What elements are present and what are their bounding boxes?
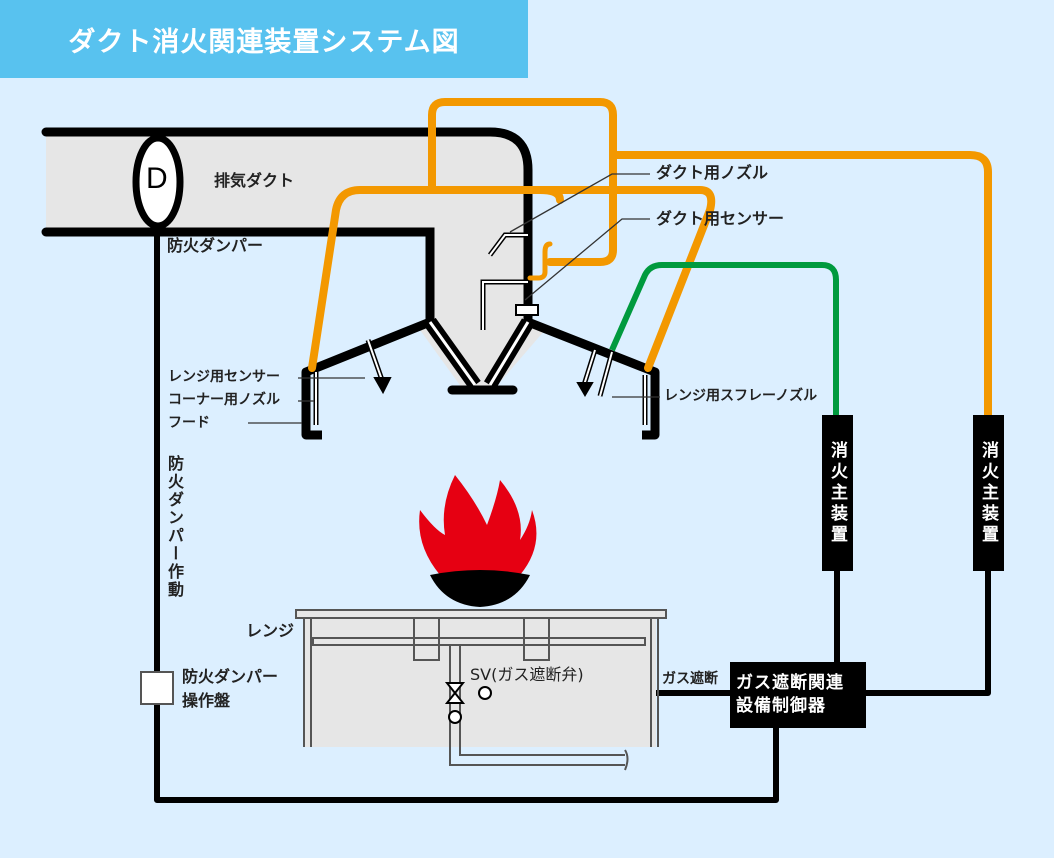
fire-damper-operation-label: 防火ダンパー作動 <box>165 455 184 599</box>
valve-icon <box>444 682 492 724</box>
damper-label: D <box>146 162 168 195</box>
controller-label-2: 設備制御器 <box>736 696 826 716</box>
controller-to-main2 <box>864 570 991 696</box>
range-body <box>304 612 656 747</box>
duct-sensor-label: ダクト用センサー <box>656 209 785 228</box>
range-sensor-label: レンジ用センサー <box>168 369 280 385</box>
range-spray-nozzle-label: レンジ用スフレーノズル <box>664 388 818 404</box>
wok-pan-icon <box>430 570 530 607</box>
green-pipe <box>609 262 839 415</box>
duct-sensor-icon <box>515 304 539 316</box>
diagram-title: ダクト消火関連装置システム図 <box>0 0 528 78</box>
orange-pipe-left <box>308 186 564 372</box>
gas-shutoff-controller: ガス遮断関連 設備制御器 <box>730 662 866 728</box>
exhaust-duct <box>46 132 528 322</box>
fire-damper-panel-label-1: 防火ダンパー <box>182 667 279 686</box>
fire-main-unit-1: 消火主装置 <box>822 415 853 571</box>
orange-pipe-main2 <box>609 151 992 419</box>
fire-damper-panel-icon <box>140 671 174 705</box>
range-top <box>295 609 667 619</box>
corner-nozzle-label: コーナー用ノズル <box>168 392 280 408</box>
hood-label: フード <box>168 415 210 431</box>
duct-nozzle-label: ダクト用ノズル <box>656 163 769 182</box>
damper-wire <box>154 226 779 803</box>
exhaust-duct-label: 排気ダクト <box>214 171 295 190</box>
fire-damper-panel-label-2: 操作盤 <box>182 691 231 710</box>
range-label: レンジ <box>246 621 295 640</box>
flame-icon <box>419 475 537 575</box>
gas-shutoff-label: ガス遮断 <box>662 671 718 687</box>
orange-pipe-right-range <box>536 186 716 372</box>
fire-main-unit-2: 消火主装置 <box>973 415 1004 571</box>
hood-right <box>526 317 660 440</box>
controller-label-1: ガス遮断関連 <box>736 673 844 694</box>
solenoid-valve-label: SV(ガス遮断弁) <box>470 665 584 684</box>
fire-damper-label: 防火ダンパー <box>167 236 264 255</box>
